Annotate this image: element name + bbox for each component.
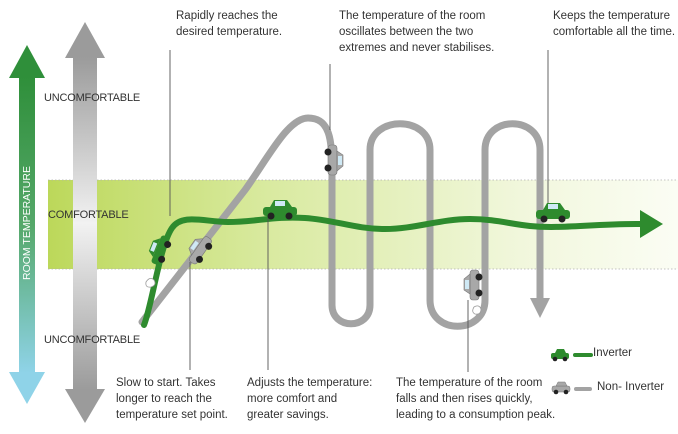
- leader-lines: [169, 50, 549, 372]
- bottom-uncomfortable-label: UNCOMFORTABLE: [44, 334, 141, 346]
- annotation-oscillates: The temperature of the room oscillates b…: [339, 10, 495, 54]
- non-inverter-arrowhead: [530, 298, 550, 318]
- room-temperature-axis-arrow: [9, 45, 45, 404]
- inverter-car-right-icon: [536, 203, 570, 223]
- inverter-arrowhead: [640, 210, 663, 238]
- inverter-curve: [141, 214, 643, 328]
- annotation-slow-to-start: Slow to start. Takes longer to reach the…: [116, 377, 228, 421]
- legend-inverter-line: [573, 353, 593, 357]
- room-temperature-label: ROOM TEMPERATURE: [21, 166, 33, 280]
- inverter-car-middle-icon: [263, 200, 297, 220]
- legend-non-inverter-car-icon: [551, 381, 571, 395]
- gray-range-arrow: [65, 22, 105, 423]
- legend-inverter-car-icon: [551, 349, 569, 362]
- inverter-car-climbing-icon: [148, 235, 172, 265]
- legend-inverter-label: Inverter: [593, 347, 632, 359]
- annotation-adjusts: Adjusts the temperature: more comfort an…: [247, 377, 373, 421]
- non-inverter-car-peak-icon: [324, 144, 344, 176]
- non-inverter-car-climbing-icon: [188, 236, 213, 265]
- non-inverter-curve: [138, 114, 544, 330]
- comfortable-label: COMFORTABLE: [48, 209, 129, 221]
- exhaust-puff-falling-icon: [472, 305, 482, 315]
- annotation-rapidly-reaches: Rapidly reaches the desired temperature.: [176, 10, 283, 38]
- top-uncomfortable-label: UNCOMFORTABLE: [44, 92, 141, 104]
- non-inverter-car-falling-icon: [463, 269, 483, 301]
- annotation-falls-rises: The temperature of the room falls and th…: [396, 377, 556, 421]
- annotation-keeps-comfortable: Keeps the temperature comfortable all th…: [553, 10, 676, 38]
- legend-non-inverter-label: Non- Inverter: [597, 381, 665, 393]
- exhaust-puff-climbing-icon: [145, 278, 156, 288]
- legend-non-inverter-line: [574, 387, 592, 391]
